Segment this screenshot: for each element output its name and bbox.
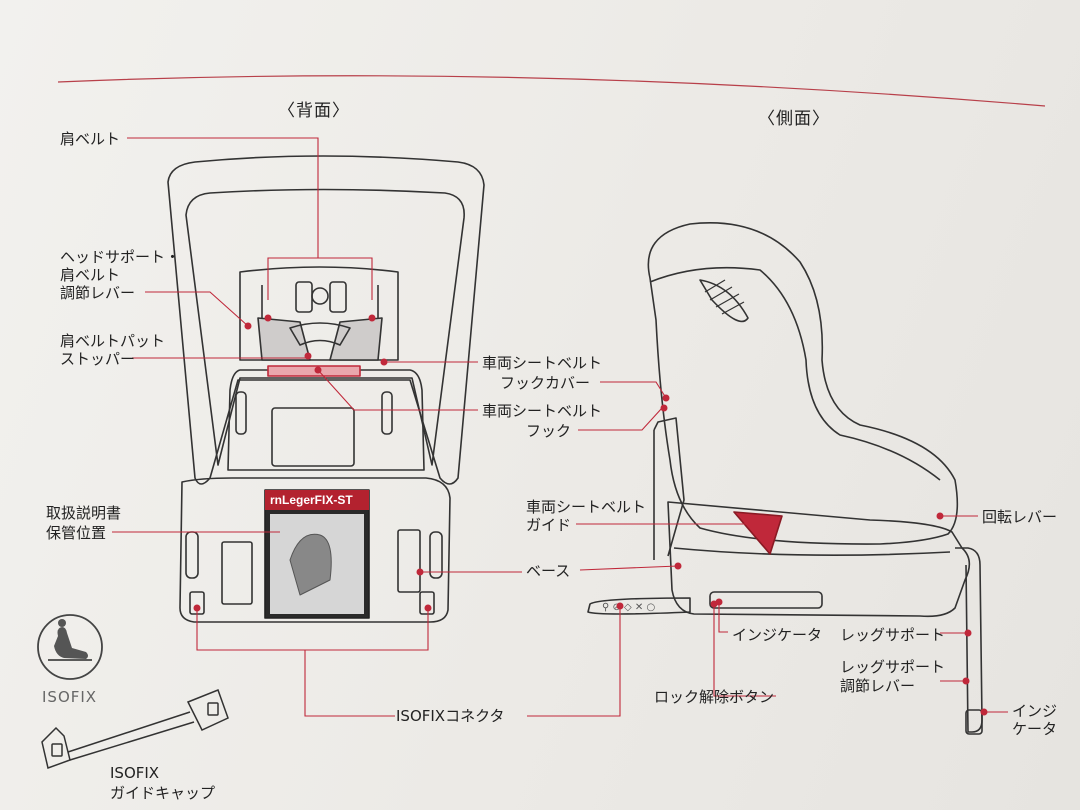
label-leg-support: レッグサポート [840, 626, 946, 644]
label-pad-stopper-1: 肩ベルトパット [60, 332, 166, 350]
label-hook-2: フック [526, 422, 572, 440]
label-manual-2: 保管位置 [46, 524, 107, 542]
side-view-seat [587, 222, 983, 735]
label-head-support-2: 肩ベルト [60, 266, 121, 284]
label-pad-stopper-2: ストッパー [60, 350, 136, 368]
back-view-seat [167, 155, 485, 623]
label-indicator: インジケータ [732, 626, 823, 644]
callout-dots [193, 314, 988, 716]
label-base: ベース [526, 562, 571, 580]
label-rotate-lever: 回転レバー [982, 508, 1058, 526]
back-view-header: 〈背面〉 [278, 101, 350, 121]
side-view-header: 〈側面〉 [758, 109, 830, 129]
label-guide-2: ガイド [526, 516, 572, 534]
isofix-logo-icon [37, 614, 103, 680]
label-leg-adjust-1: レッグサポート [840, 658, 946, 676]
product-label: rnLegerFIX-ST [270, 493, 353, 507]
label-unlock-button: ロック解除ボタン [654, 688, 775, 706]
top-divider [57, 75, 1046, 107]
label-guide-cap-1: ISOFIX [110, 764, 160, 782]
label-guide-cap-2: ガイドキャップ [110, 784, 216, 802]
svg-text:⚲ ⊘ ◇ ✕ ○: ⚲ ⊘ ◇ ✕ ○ [602, 602, 655, 613]
label-manual-1: 取扱説明書 [46, 504, 122, 522]
isofix-guide-cap-drawing [41, 689, 229, 769]
label-hook-1: 車両シートベルト [482, 402, 603, 420]
label-head-support-1: ヘッドサポート・ [60, 248, 181, 266]
label-isofix-connector: ISOFIXコネクタ [396, 707, 505, 725]
label-indicator-2-2: ケータ [1012, 720, 1058, 738]
label-shoulder-belt: 肩ベルト [60, 130, 121, 148]
leader-lines [112, 137, 1008, 717]
label-head-support-3: 調節レバー [60, 284, 136, 302]
label-hook-cover-1: 車両シートベルト [482, 354, 603, 372]
label-leg-adjust-2: 調節レバー [840, 677, 916, 695]
label-hook-cover-2: フックカバー [500, 374, 591, 392]
label-indicator-2-1: インジ [1012, 702, 1058, 720]
label-guide-1: 車両シートベルト [526, 498, 647, 516]
isofix-logo-text: ISOFIX [42, 688, 98, 706]
